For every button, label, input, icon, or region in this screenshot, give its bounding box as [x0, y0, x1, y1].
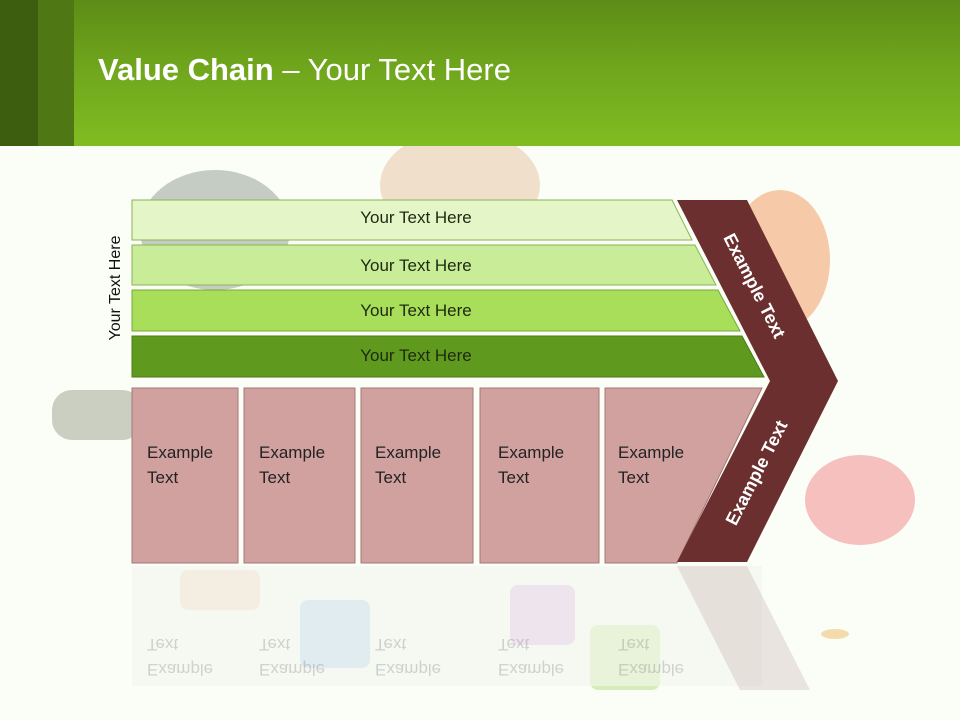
- cell-4-line-2: Text: [498, 468, 530, 487]
- cell-2-line-1: Example: [259, 443, 326, 462]
- reflection-text-2: Example Text: [259, 632, 359, 682]
- chain-cell-5: [604, 387, 763, 564]
- reflection-text-4: Example Text: [498, 632, 598, 682]
- cell-3-line-2: Text: [375, 468, 407, 487]
- row-label-4: Your Text Here: [360, 346, 472, 365]
- header-stripe-dark: [0, 0, 38, 146]
- cell-text-1: Example Text: [147, 440, 247, 490]
- row-label-3: Your Text Here: [360, 301, 472, 320]
- cell-2-line-2: Text: [259, 468, 291, 487]
- page-title: Value Chain – Your Text Here: [98, 52, 511, 87]
- cell-text-2: Example Text: [259, 440, 359, 490]
- reflection-4-line-2: Text: [498, 635, 530, 654]
- header-stripe-mid: [38, 0, 74, 146]
- chain-cell-2: [243, 387, 356, 564]
- reflection-3-line-1: Example: [375, 660, 442, 679]
- row-label-2: Your Text Here: [360, 256, 472, 275]
- reflection-text-5: Example Text: [618, 632, 718, 682]
- reflection-5-line-1: Example: [618, 660, 685, 679]
- chain-cell-4: [479, 387, 600, 564]
- cell-4-line-1: Example: [498, 443, 565, 462]
- cell-1-line-1: Example: [147, 443, 214, 462]
- reflection-text-3: Example Text: [375, 632, 475, 682]
- margin-chevron: [677, 200, 838, 562]
- reflection-2-line-1: Example: [259, 660, 326, 679]
- reflection-3-line-2: Text: [375, 635, 407, 654]
- chevron-reflection: [677, 566, 810, 690]
- chain-cell-3: [360, 387, 474, 564]
- reflection-1-line-2: Text: [147, 635, 179, 654]
- row-label-1: Your Text Here: [360, 208, 472, 227]
- reflection-text-1: Example Text: [147, 632, 247, 682]
- reflection-1-line-1: Example: [147, 660, 214, 679]
- cell-text-3: Example Text: [375, 440, 475, 490]
- reflection-5-line-2: Text: [618, 635, 650, 654]
- cell-5-line-2: Text: [618, 468, 650, 487]
- chain-cell-1: [131, 387, 239, 564]
- header-bar: Value Chain – Your Text Here: [0, 0, 960, 146]
- reflection-4-line-1: Example: [498, 660, 565, 679]
- cell-text-5: Example Text: [618, 440, 718, 490]
- chain-row-bar-3: [131, 289, 741, 332]
- cell-5-line-1: Example: [618, 443, 685, 462]
- chain-row-bar-2: [131, 244, 717, 286]
- cell-3-line-1: Example: [375, 443, 442, 462]
- reflection-band: [132, 566, 762, 686]
- chain-row-bar-4: [131, 335, 765, 378]
- chain-row-bar-1: [131, 199, 693, 241]
- cell-1-line-2: Text: [147, 468, 179, 487]
- reflection-2-line-2: Text: [259, 635, 291, 654]
- cell-text-4: Example Text: [498, 440, 598, 490]
